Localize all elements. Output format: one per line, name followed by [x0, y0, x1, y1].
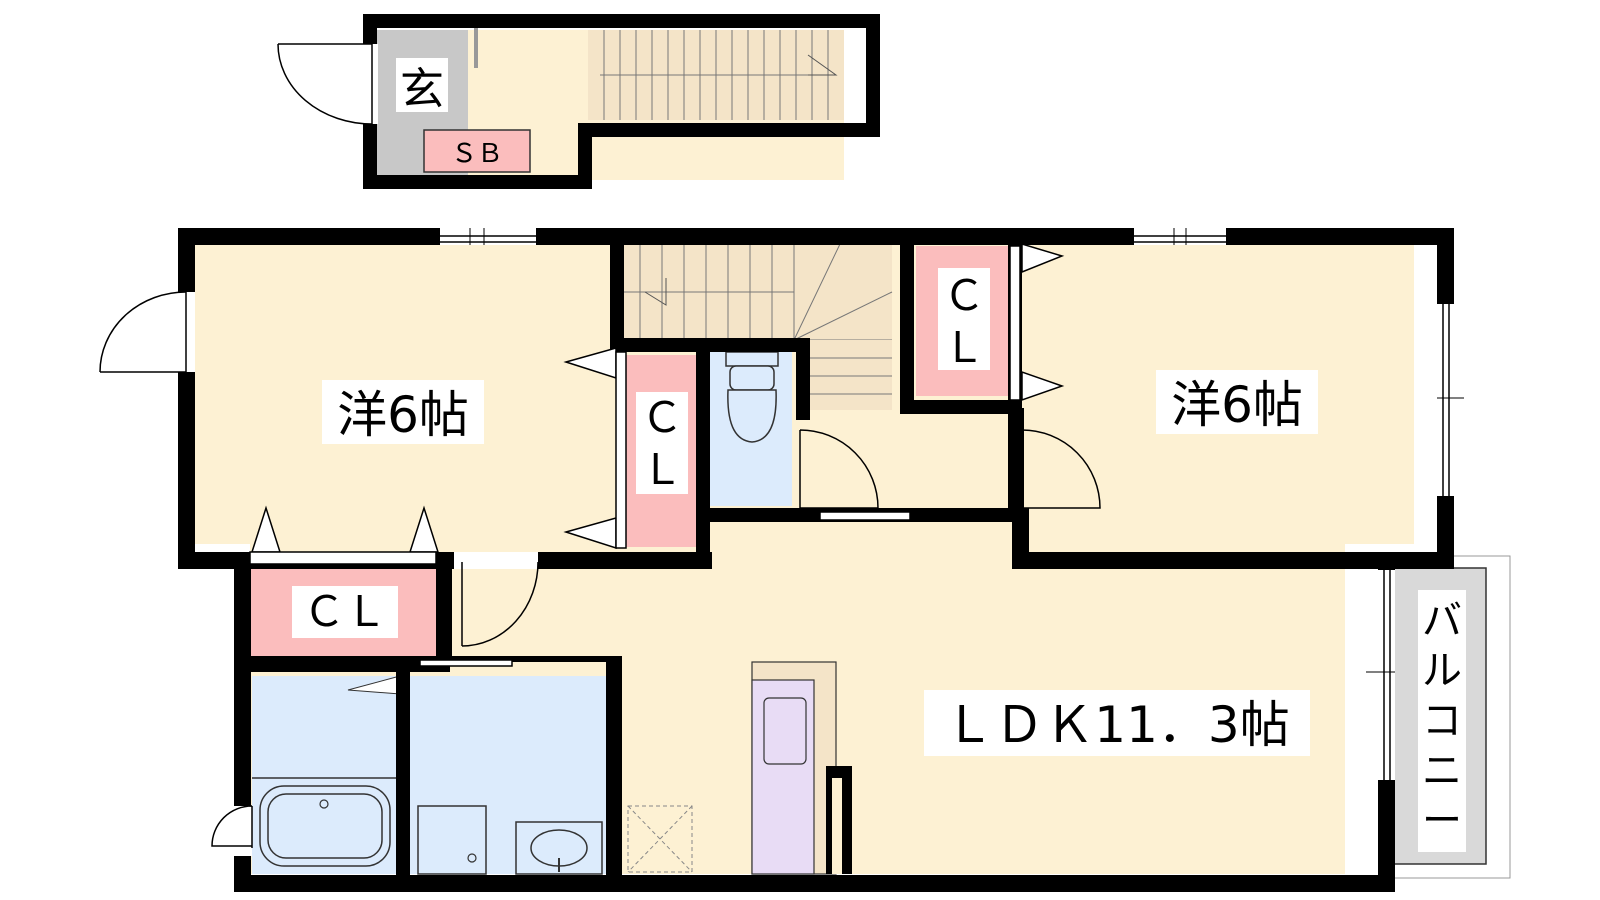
closet-middle-label-l: Ｌ: [641, 445, 683, 494]
shoe-box-label: ＳＢ: [451, 139, 503, 169]
washroom: [410, 676, 606, 874]
western-room-right-label: 洋6帖: [1171, 376, 1303, 434]
bathtub-icon: [259, 785, 391, 867]
svg-text:コ: コ: [1422, 698, 1462, 744]
main-floor: Ｃ Ｌ Ｃ Ｌ ＣＬ: [99, 228, 1511, 892]
svg-text:ニ: ニ: [1422, 748, 1462, 794]
closet-right-label-l: Ｌ: [943, 323, 985, 372]
western-room-left-label: 洋6帖: [337, 386, 469, 444]
entrance-label: 玄: [400, 64, 444, 115]
refrigerator-space: [627, 805, 693, 873]
closet-bottom-left-label: ＣＬ: [303, 587, 387, 636]
closet-door-markers: [249, 242, 1065, 565]
doors: [99, 291, 1101, 856]
closet-middle-label-c: Ｃ: [641, 393, 683, 442]
svg-text:バ: バ: [1422, 598, 1462, 644]
closet-right-label-c: Ｃ: [943, 271, 985, 320]
balcony-label: バ ル コ ニ ー: [1422, 598, 1462, 844]
entrance-door-swing: [277, 43, 373, 125]
washbasin-icon: [515, 821, 603, 875]
stairs-main: [618, 243, 893, 410]
kitchen-stove: [763, 697, 807, 765]
windows: [440, 228, 1464, 780]
svg-text:ー: ー: [1422, 798, 1462, 844]
shoe-box: [423, 129, 531, 173]
stairs-top: [588, 30, 844, 120]
washing-machine-space: [417, 805, 487, 875]
svg-text:ル: ル: [1422, 648, 1462, 694]
ldk-label: ＬＤＫ11．3帖: [944, 696, 1289, 754]
entrance-section: ＳＢ 玄: [277, 14, 880, 189]
toilet-icon: [725, 351, 779, 443]
